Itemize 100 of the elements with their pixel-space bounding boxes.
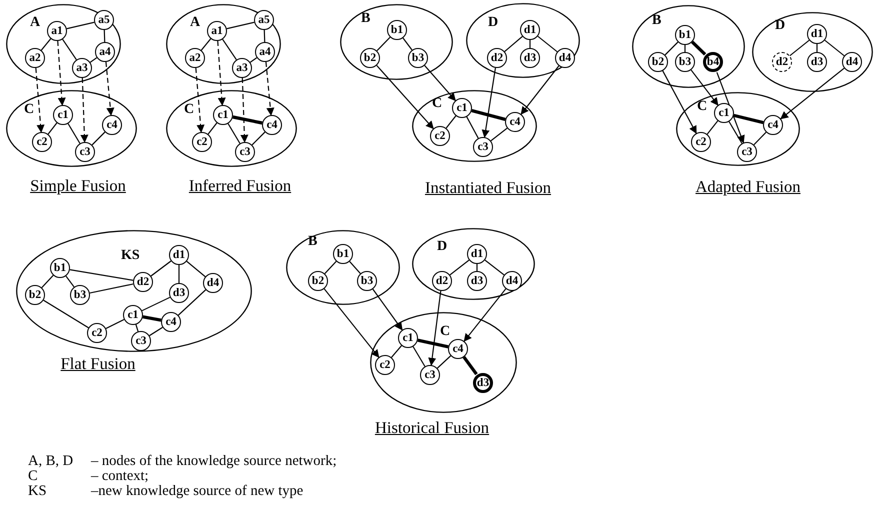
connector-line: [476, 264, 478, 271]
connector-line: [41, 274, 54, 288]
network-ellipse: [466, 3, 580, 78]
graph-node: c4: [448, 339, 468, 359]
connector-line: [178, 265, 180, 283]
network-ellipse: [370, 312, 517, 413]
graph-node: b3: [70, 285, 90, 305]
arrow: [464, 288, 506, 342]
connector-line: [222, 38, 237, 60]
network-label: C: [440, 325, 450, 339]
arrow: [265, 62, 274, 116]
connector-line: [789, 40, 810, 56]
connector-line: [529, 40, 531, 48]
network-ellipse: [412, 90, 537, 162]
connector-line: [471, 109, 506, 121]
graph-node: d1: [807, 24, 827, 44]
graph-node: a3: [232, 58, 252, 78]
graph-node: c3: [473, 137, 493, 157]
connector-line: [48, 122, 58, 134]
graph-node: c3: [737, 142, 757, 162]
connector-line: [90, 57, 98, 63]
network-ellipse: [166, 90, 297, 167]
connector-line: [691, 40, 706, 56]
network-label: D: [488, 16, 498, 30]
connector-line: [252, 132, 266, 146]
connector-line: [142, 315, 162, 322]
network-ellipse: [340, 4, 453, 80]
graph-node: c4: [505, 112, 525, 132]
connector-line: [200, 38, 212, 51]
graph-node: d1: [169, 245, 189, 265]
graph-node: b2: [360, 48, 380, 68]
connector-line: [412, 346, 426, 367]
graph-node: c1: [714, 103, 734, 123]
connector-line: [664, 42, 678, 56]
connector-line: [40, 38, 52, 51]
graph-node: d3: [520, 48, 540, 68]
graph-node: b4: [703, 52, 723, 72]
graph-node: c3: [75, 142, 95, 162]
connector-line: [446, 116, 456, 128]
connector-line: [466, 116, 479, 138]
graph-node: b1: [675, 25, 695, 45]
connector-line: [62, 38, 77, 60]
graph-node: c3: [131, 331, 151, 351]
panel-caption: Simple Fusion: [30, 176, 126, 196]
connector-line: [149, 326, 163, 336]
network-label: C: [697, 100, 708, 114]
graph-node: b3: [408, 48, 428, 68]
panel-caption: Instantiated Fusion: [424, 178, 552, 198]
graph-node: c2: [430, 126, 450, 146]
legend-term: A, B, D: [28, 453, 74, 470]
connector-line: [135, 324, 139, 332]
connector-line: [504, 36, 523, 52]
graph-node: d3: [467, 271, 487, 291]
network-ellipse: [286, 230, 400, 305]
connector-line: [733, 114, 764, 124]
network-label: KS: [121, 249, 140, 263]
network-ellipse: [6, 90, 137, 167]
arrow: [428, 290, 442, 366]
graph-node: c3: [235, 142, 255, 162]
connector-line: [417, 338, 449, 348]
graph-node: a5: [254, 10, 274, 30]
connector-line: [450, 260, 470, 276]
graph-node: d2: [133, 272, 153, 292]
connector-line: [186, 260, 206, 278]
graph-node: c1: [213, 105, 233, 125]
arrow: [372, 288, 403, 331]
connector-line: [706, 120, 718, 134]
arrow: [105, 62, 114, 116]
connector-line: [90, 283, 134, 294]
connector-line: [106, 318, 124, 330]
graph-node: d4: [502, 271, 522, 291]
legend-definition: –new knowledge source of new type: [91, 483, 304, 500]
connector-line: [66, 22, 94, 30]
arrow: [376, 65, 434, 130]
graph-node: a2: [25, 48, 45, 68]
graph-node: c4: [262, 115, 282, 135]
graph-node: d2: [432, 271, 452, 291]
connector-line: [728, 121, 742, 144]
arrow: [80, 78, 88, 143]
network-label: C: [184, 103, 194, 117]
graph-node: c4: [102, 115, 122, 135]
connector-line: [228, 123, 240, 144]
network-ellipse: [166, 4, 281, 84]
network-label: B: [652, 14, 662, 28]
graph-node: b1: [50, 258, 70, 278]
connector-line: [349, 261, 361, 274]
arrow: [35, 68, 45, 133]
graph-node: c2: [87, 323, 107, 343]
connector-line: [754, 132, 766, 146]
graph-node: b1: [387, 20, 407, 40]
connector-line: [232, 115, 263, 125]
network-label: B: [308, 235, 318, 249]
graph-node: b2: [648, 52, 668, 72]
connector-line: [68, 123, 80, 144]
panel-caption: Flat Fusion: [60, 354, 136, 374]
network-ellipse: [16, 230, 252, 352]
connector-line: [462, 356, 478, 376]
graph-node: d1: [520, 20, 540, 40]
arrow: [424, 65, 456, 102]
connector-line: [70, 269, 134, 281]
